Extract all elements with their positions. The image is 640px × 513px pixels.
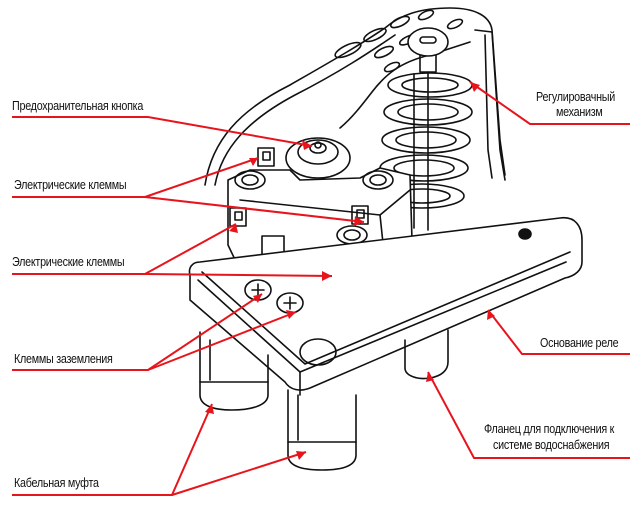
label-electrical-terminals-2: Электрические клеммы [12,255,125,269]
label-adjusting-mechanism-line1: Регулировачный [536,90,615,104]
callout-leaders [12,81,630,496]
base-outline [188,216,583,391]
leader-ground-terminals-b [147,311,297,371]
cover-outline [204,7,506,186]
leader-safety-button [12,116,313,147]
leader-cable-gland-b [171,451,307,496]
label-safety-button: Предохранительная кнопка [12,99,144,113]
callout-arrowheads [205,82,495,460]
cable-gland-left [199,331,269,411]
leader-flange [427,371,630,459]
leader-adjusting-mechanism [469,81,630,125]
label-relay-base: Основание реле [540,336,619,350]
cable-gland-right [287,389,357,471]
leader-relay-base [487,309,630,355]
label-cable-gland: Кабельная муфта [14,476,99,490]
leader-electrical-terminals-2b [144,273,333,277]
label-ground-terminals: Клеммы заземления [14,352,113,366]
device-linework [188,7,583,471]
leader-electrical-terminals-1b [144,196,365,223]
label-electrical-terminals-1: Электрические клеммы [14,178,127,192]
label-flange-line1: Фланец для подключения к [484,422,615,436]
label-flange-line2: системе водоснабжения [493,438,610,452]
label-adjusting-mechanism-line2: механизм [556,105,603,119]
